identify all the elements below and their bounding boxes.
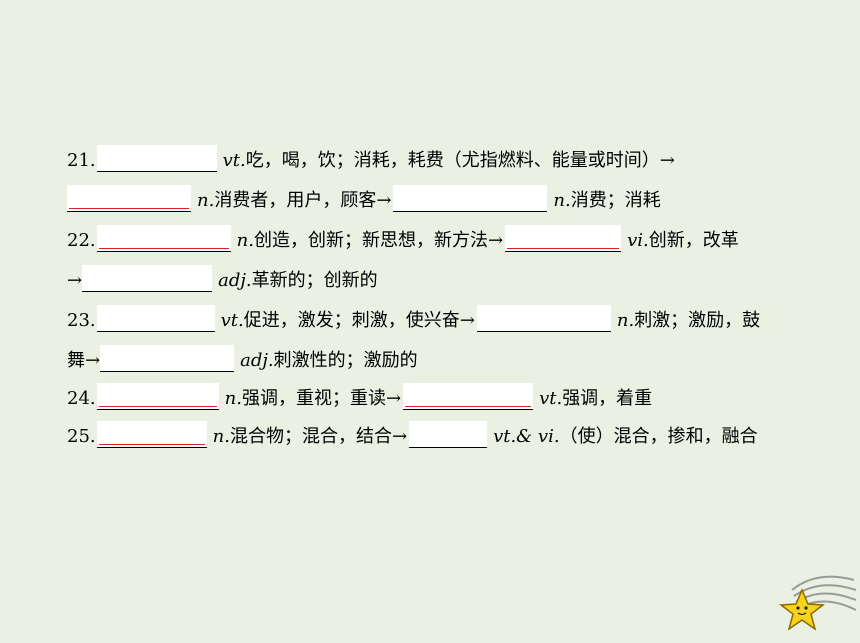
definition: 吃，喝，饮；消耗，耗费（尤指燃料、能量或时间）→ (245, 150, 675, 171)
definition: 消费者，用户，顾客→ (214, 190, 392, 211)
line-22b: → adj. 革新的；创新的 (67, 262, 378, 292)
arrow-prefix: 舞→ (67, 350, 101, 371)
part-of-speech: n. (224, 388, 242, 409)
part-of-speech: vt. (222, 150, 246, 171)
line-22a: 22. n. 创造，创新；新思想，新方法→ vi. 创新，改革 (67, 222, 739, 252)
part-of-speech: n. (197, 190, 215, 211)
answer-blank-21-consumption[interactable] (393, 185, 548, 212)
part-of-speech: adj. (240, 350, 274, 371)
item-number: 25. (67, 426, 96, 447)
part-of-speech: vt. (539, 388, 563, 409)
line-25: 25. n. 混合物；混合，结合→ vt.& vi. （使）混合，掺和，融合 (67, 418, 758, 448)
answer-blank-24-emphasize[interactable] (403, 383, 534, 410)
part-of-speech: n. (616, 310, 635, 331)
part-of-speech: vi. (627, 230, 649, 251)
line-23b: 舞→ adj. 刺激性的；激励的 (67, 342, 418, 372)
line-21a: 21. vt. 吃，喝，饮；消耗，耗费（尤指燃料、能量或时间）→ (67, 142, 675, 172)
answer-blank-25-mixture[interactable] (96, 421, 207, 448)
answer-blank-22-innovate[interactable] (505, 225, 622, 252)
item-number: 24. (67, 388, 96, 409)
answer-blank-25-mix[interactable] (409, 421, 488, 448)
star-mascot-icon (778, 575, 857, 631)
answer-blank-22-innovation[interactable] (96, 225, 231, 252)
item-number: 21. (67, 150, 96, 171)
definition: 革新的；创新的 (251, 270, 378, 291)
part-of-speech: adj. (218, 270, 252, 291)
arrow-prefix: → (67, 270, 83, 291)
definition: 刺激；激励，鼓 (634, 310, 761, 331)
definition: 强调，重视；重读→ (241, 388, 402, 409)
answer-blank-22-innovative[interactable] (82, 265, 213, 292)
answer-blank-21-consume[interactable] (96, 145, 217, 172)
definition: 创造，创新；新思想，新方法→ (253, 230, 504, 251)
answer-blank-23-stimulus[interactable] (476, 305, 611, 332)
part-of-speech: vt. (220, 310, 244, 331)
item-number: 23. (67, 310, 96, 331)
part-of-speech: vt.& vi. (493, 426, 560, 447)
definition: 消费；消耗 (570, 190, 661, 211)
part-of-speech: n. (212, 426, 230, 447)
definition: 强调，着重 (562, 388, 653, 409)
definition: 混合物；混合，结合→ (229, 426, 408, 447)
definition: 促进，激发；刺激，使兴奋→ (243, 310, 475, 331)
definition: 刺激性的；激励的 (273, 350, 418, 371)
line-23a: 23. vt. 促进，激发；刺激，使兴奋→ n. 刺激；激励，鼓 (67, 302, 760, 332)
line-24: 24. n. 强调，重视；重读→ vt. 强调，着重 (67, 380, 652, 410)
answer-blank-24-emphasis[interactable] (96, 383, 219, 410)
item-number: 22. (67, 230, 96, 251)
part-of-speech: n. (236, 230, 254, 251)
line-21b: n. 消费者，用户，顾客→ n. 消费；消耗 (67, 182, 661, 212)
definition: 创新，改革 (648, 230, 739, 251)
answer-blank-23-stimulate[interactable] (96, 305, 215, 332)
definition: （使）混合，掺和，融合 (559, 426, 758, 447)
answer-blank-23-stimulating[interactable] (100, 345, 235, 372)
part-of-speech: n. (553, 190, 571, 211)
answer-blank-21-consumer[interactable] (67, 185, 191, 212)
